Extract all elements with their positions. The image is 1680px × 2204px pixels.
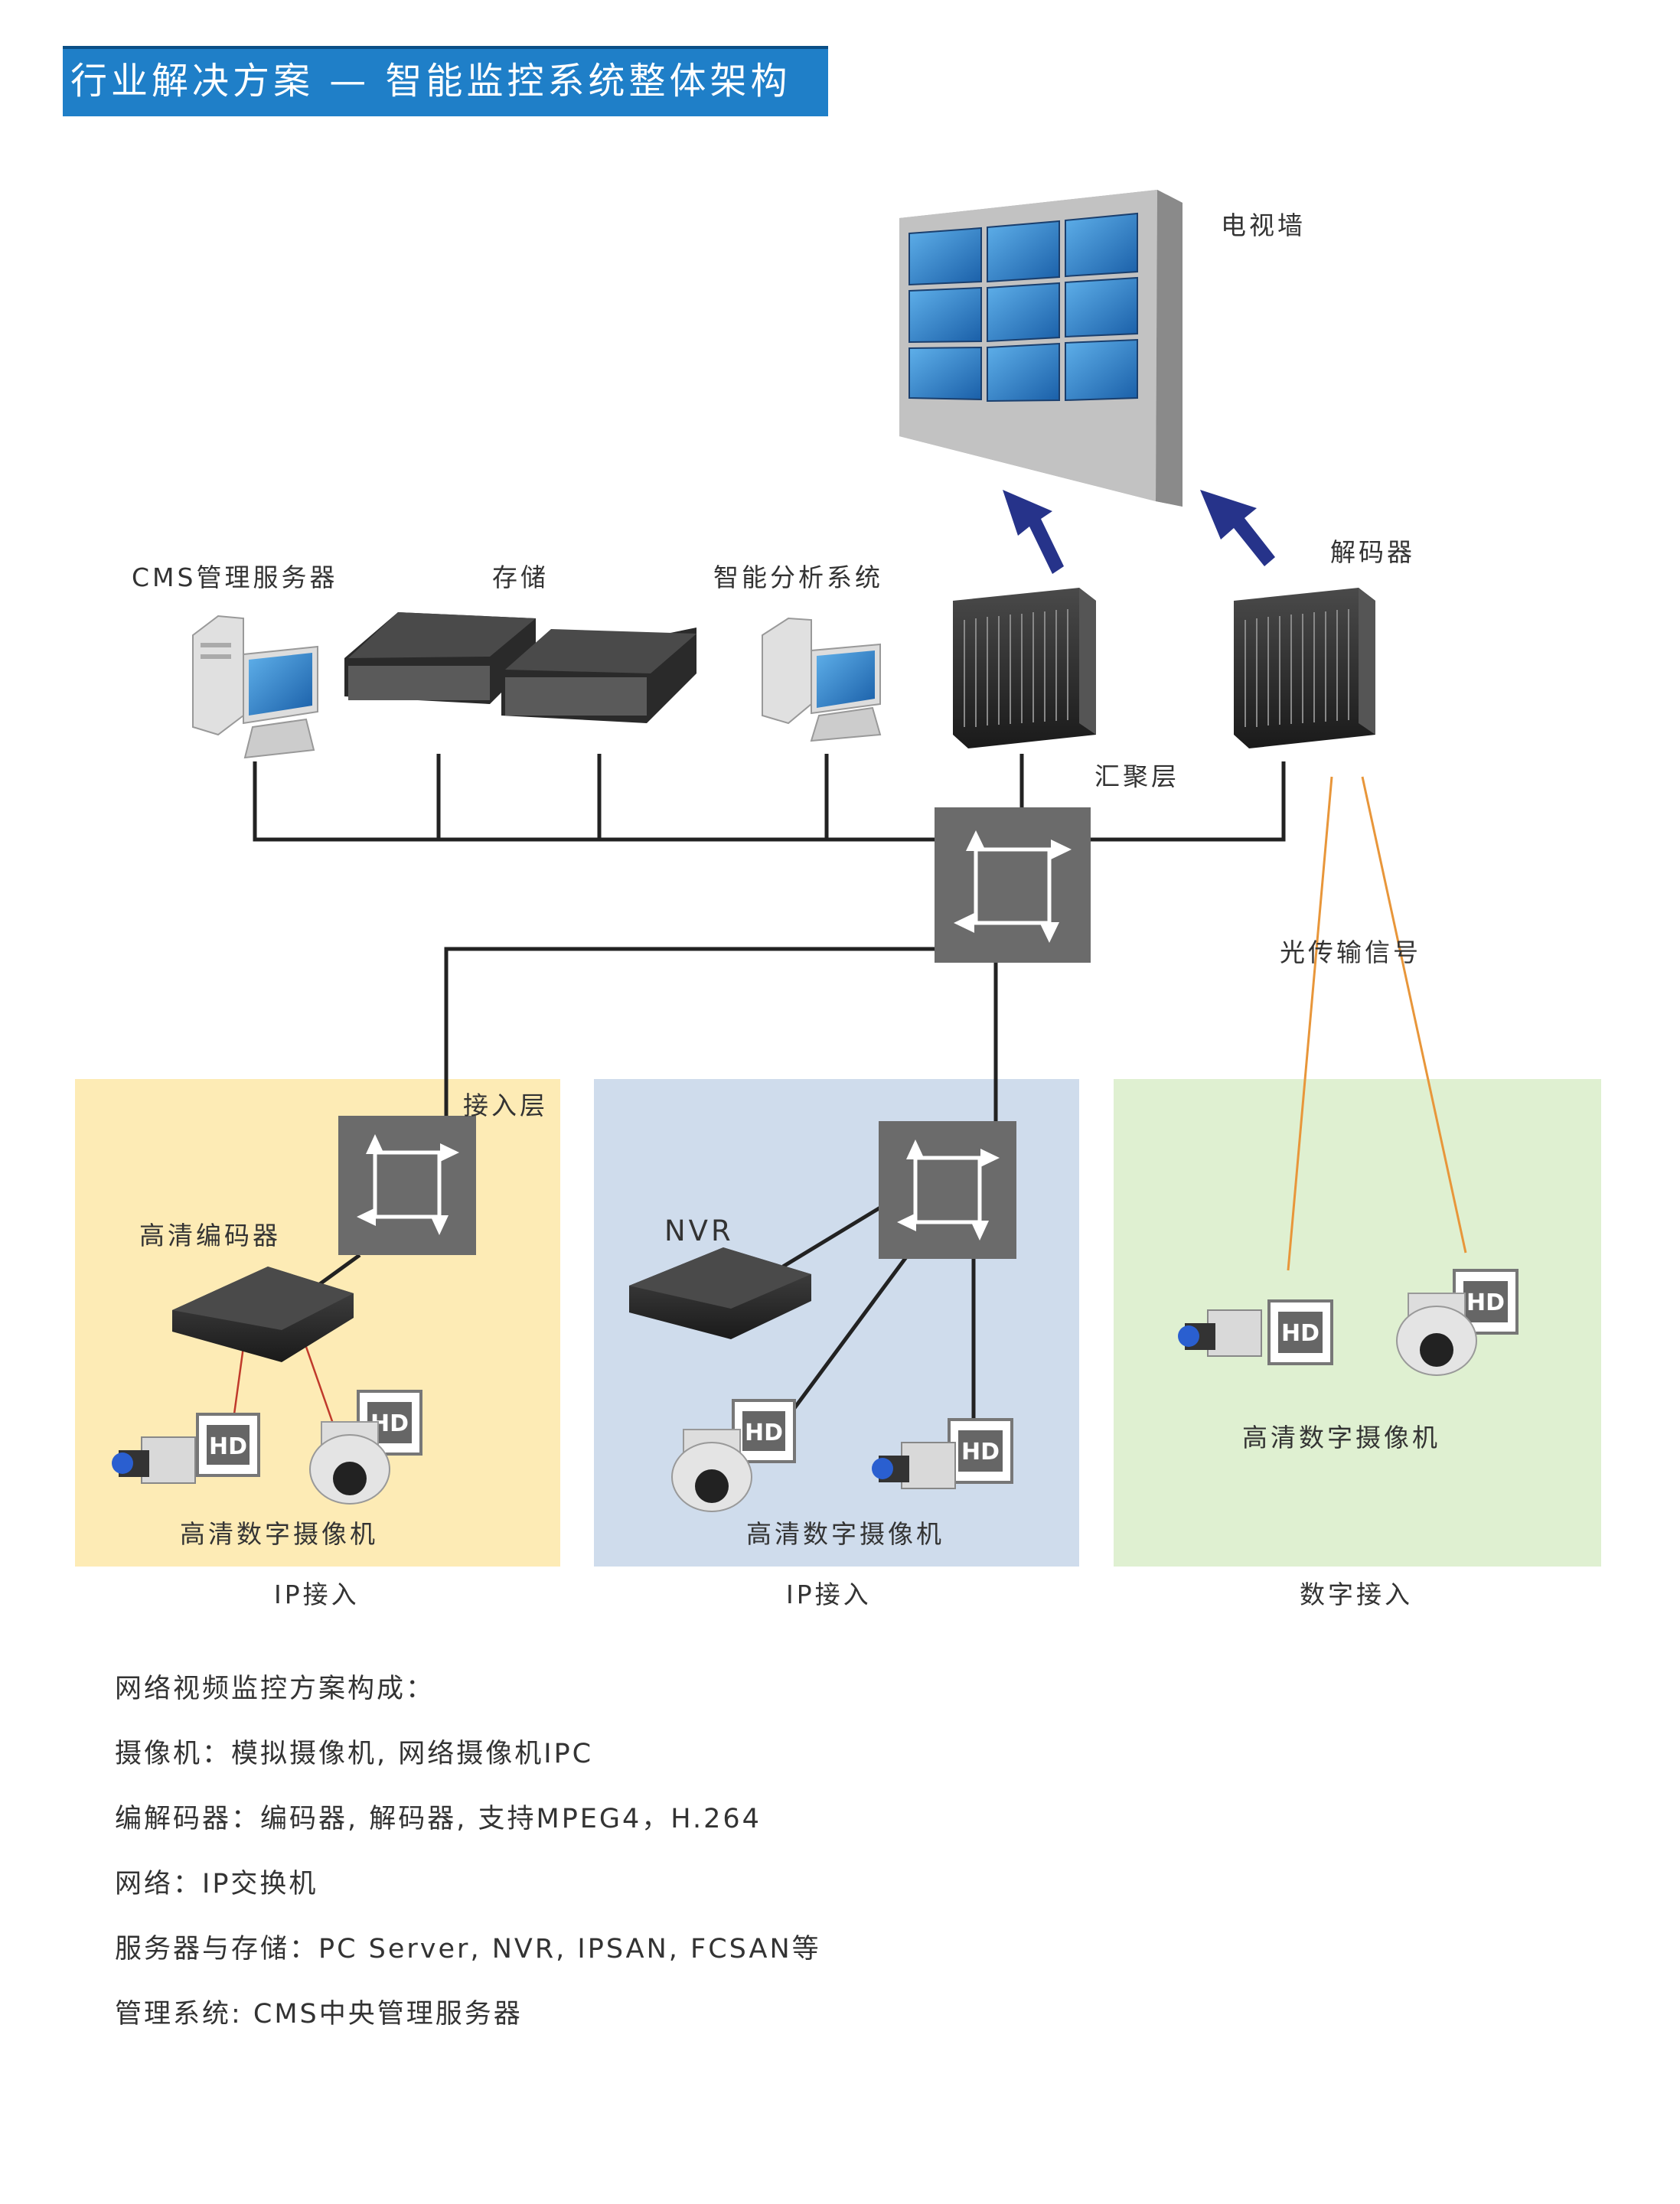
- zone-label-digital: 数字接入: [1300, 1580, 1413, 1609]
- note-line: 摄像机：模拟摄像机, 网络摄像机IPC: [115, 1739, 594, 1769]
- output-arrows: [1003, 490, 1275, 574]
- hd-encoder-label: 高清编码器: [139, 1221, 281, 1250]
- svg-text:HD: HD: [961, 1439, 1000, 1466]
- svg-text:HD: HD: [745, 1420, 783, 1446]
- note-line: 网络视频监控方案构成：: [115, 1674, 435, 1704]
- note-line: 服务器与存储：PC Server, NVR, IPSAN, FCSAN等: [115, 1934, 821, 1964]
- hd-camera-label-mid: 高清数字摄像机: [746, 1519, 944, 1549]
- hd-camera-label-right: 高清数字摄像机: [1242, 1423, 1440, 1452]
- cms-server-label: CMS管理服务器: [132, 562, 338, 592]
- zone-label-ip-mid: IP接入: [786, 1580, 872, 1609]
- tv-wall-label: 电视墙: [1221, 210, 1306, 240]
- smart-analysis-label: 智能分析系统: [713, 562, 883, 592]
- access-layer-label: 接入层: [463, 1091, 548, 1120]
- core-switch: [935, 807, 1091, 963]
- svg-text:HD: HD: [209, 1433, 247, 1460]
- box-cameras: [112, 1309, 1262, 1489]
- solution-notes: 网络视频监控方案构成： 摄像机：模拟摄像机, 网络摄像机IPC 编解码器：编码器…: [115, 1672, 1263, 2062]
- access-switch-left: [338, 1116, 476, 1255]
- svg-text:HD: HD: [1466, 1289, 1505, 1316]
- hd-encoder: [172, 1267, 354, 1362]
- note-line: 网络：IP交换机: [115, 1869, 318, 1899]
- page-title: 行业解决方案 — 智能监控系统整体架构: [70, 60, 791, 103]
- tv-wall-graphic: [899, 190, 1183, 507]
- aggregation-layer-label: 汇聚层: [1094, 761, 1179, 791]
- storage-label: 存储: [492, 562, 549, 592]
- cms-computer: [192, 615, 318, 759]
- nvr-label: NVR: [664, 1214, 734, 1247]
- aggregation-chassis: [953, 588, 1096, 748]
- note-line: 编解码器：编码器, 解码器, 支持MPEG4，H.264: [115, 1804, 762, 1834]
- title-bar: [63, 46, 828, 116]
- access-switch-mid: [879, 1121, 1016, 1259]
- hd-camera-label-left: 高清数字摄像机: [180, 1519, 378, 1549]
- analysis-computer: [762, 617, 882, 742]
- nvr-device: [629, 1247, 811, 1339]
- optical-signal-label: 光传输信号: [1280, 937, 1421, 967]
- svg-text:HD: HD: [1281, 1320, 1320, 1347]
- decoder-chassis: [1234, 588, 1375, 748]
- fiber-links: [1287, 776, 1467, 1271]
- storage-units: [344, 612, 696, 723]
- zone-digital-access: [1114, 1079, 1601, 1567]
- decoder-label: 解码器: [1330, 537, 1415, 567]
- dome-cameras: [309, 1293, 1477, 1512]
- zone-label-ip-left: IP接入: [274, 1580, 360, 1609]
- camera-links: [232, 1346, 334, 1424]
- network-links: [253, 754, 1286, 1422]
- note-line: 管理系统: CMS中央管理服务器: [115, 1999, 523, 2030]
